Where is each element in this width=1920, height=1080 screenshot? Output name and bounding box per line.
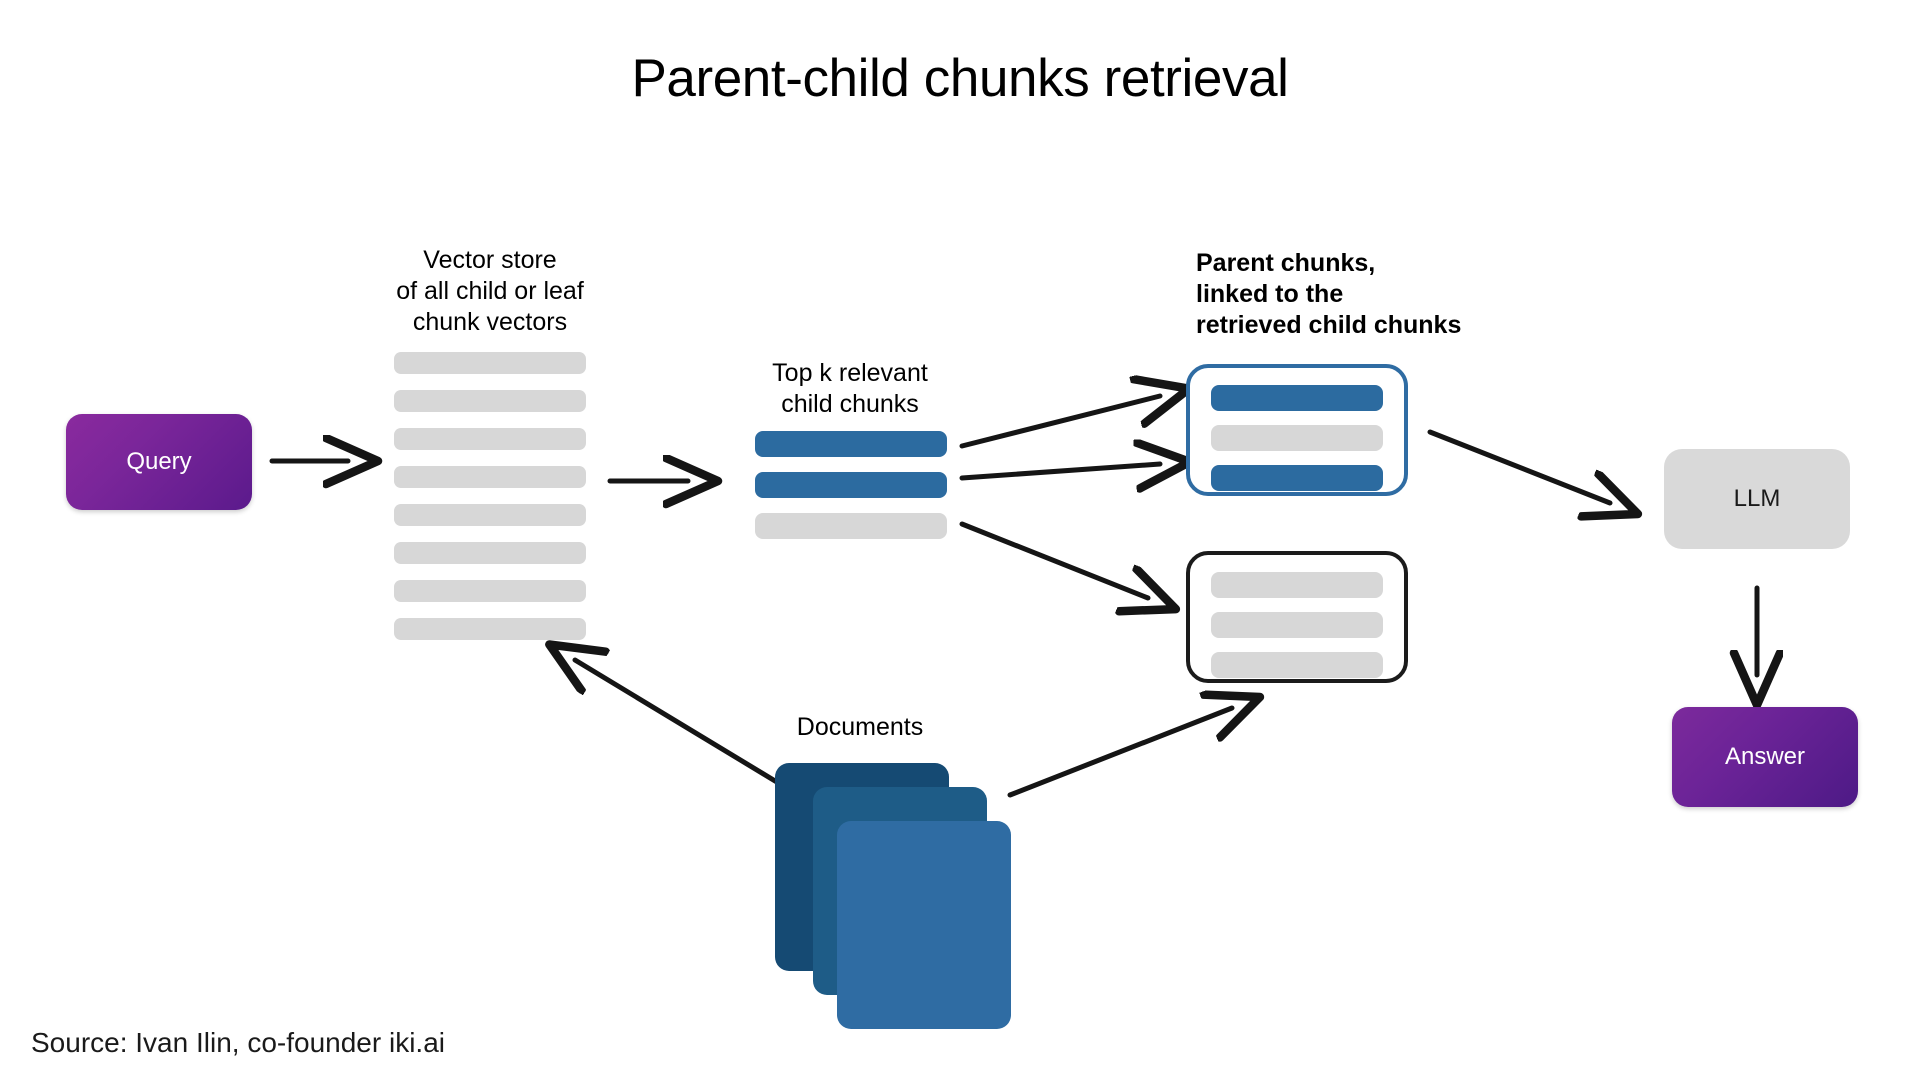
node-answer[interactable]: Answer [1672, 707, 1858, 807]
parent-card-bar [1211, 465, 1383, 491]
parent-card-bar [1211, 652, 1383, 678]
parent-chunks-caption: Parent chunks, linked to the retrieved c… [1196, 249, 1462, 339]
parent-card-retrieved [1186, 364, 1408, 496]
document-sheet-front [837, 821, 1011, 1029]
parent-card-bar [1211, 425, 1383, 451]
documents-stack [775, 763, 1035, 1043]
node-answer-label: Answer [1724, 743, 1806, 770]
node-llm[interactable]: LLM [1664, 449, 1850, 549]
arrow-topk-to-parent-card-2 [959, 521, 1148, 598]
vector-store-bar [394, 542, 586, 564]
vector-store-bar [394, 580, 586, 602]
vector-store-caption: Vector store of all child or leaf chunk … [396, 246, 584, 336]
topk-caption: Top k relevant child chunks [772, 359, 928, 418]
topk-chunk-bars [755, 431, 947, 539]
node-query-label: Query [126, 448, 192, 475]
parent-card-secondary [1186, 551, 1408, 683]
node-llm-label: LLM [1733, 485, 1781, 512]
vector-store-bars [394, 352, 586, 640]
parent-card-bar [1211, 385, 1383, 411]
arrow-parent-card-1-to-llm [1427, 429, 1610, 503]
parent-card-bar [1211, 572, 1383, 598]
node-query[interactable]: Query [66, 414, 252, 510]
vector-store-bar [394, 466, 586, 488]
documents-caption: Documents [796, 713, 924, 741]
source-attribution: Source: Ivan Ilin, co-founder iki.ai [31, 1027, 445, 1058]
vector-store-bar [394, 428, 586, 450]
vector-store-bar [394, 352, 586, 374]
topk-chunk-bar [755, 431, 947, 457]
page-title: Parent-child chunks retrieval [631, 49, 1289, 108]
vector-store-bar [394, 618, 586, 640]
arrow-topk-to-parent-card-1-lower [959, 464, 1160, 478]
parent-card-bar [1211, 612, 1383, 638]
vector-store-bar [394, 504, 586, 526]
topk-chunk-bar [755, 513, 947, 539]
topk-chunk-bar [755, 472, 947, 498]
vector-store-bar [394, 390, 586, 412]
arrow-documents-to-parent-card-2 [1007, 708, 1232, 798]
